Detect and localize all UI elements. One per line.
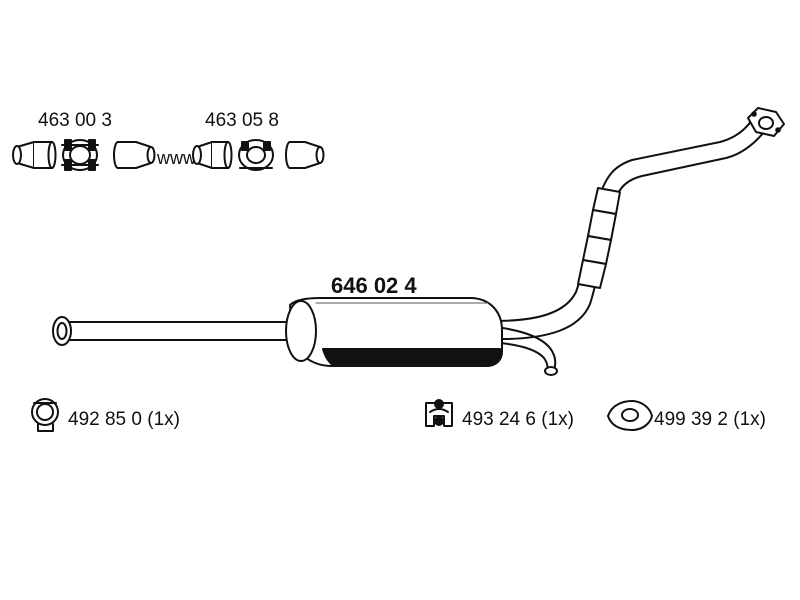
pipe-sleeve-icon	[285, 141, 325, 169]
accessory-hanger-number: 493 24 6	[462, 409, 536, 430]
connector-kit-1-number: 463 00 3	[38, 110, 112, 131]
accessory-gasket-number: 499 39 2	[654, 409, 728, 430]
accessory-clamp-number: 492 85 0	[68, 409, 142, 430]
tailpipe	[52, 316, 289, 346]
accessory-hanger-qty: (1x)	[541, 409, 574, 430]
accessory-clamp-label: 492 85 0 (1x)	[68, 410, 180, 429]
pipe-sleeve-icon	[192, 141, 233, 169]
flange-gasket-icon	[607, 400, 653, 431]
joiner-text: www.	[157, 148, 201, 168]
pipe-sleeve-icon	[12, 141, 57, 169]
pipe-clamp-icon	[238, 139, 274, 171]
accessory-hanger-label: 493 24 6 (1x)	[462, 410, 574, 429]
connector-kit-2-number: 463 05 8	[205, 110, 279, 131]
accessory-gasket-qty: (1x)	[733, 409, 766, 430]
muffler	[285, 297, 503, 367]
clamp-icon	[31, 398, 59, 432]
pipe-clamp-icon	[61, 139, 99, 171]
rubber-hanger-icon	[425, 399, 453, 427]
outlet-pipes	[489, 325, 558, 376]
front-flange	[747, 107, 785, 137]
main-part-number: 646 02 4	[331, 273, 417, 298]
accessory-clamp-qty: (1x)	[147, 409, 180, 430]
front-pipe	[493, 119, 765, 341]
pipe-sleeve-icon	[113, 141, 156, 169]
accessory-gasket-label: 499 39 2 (1x)	[654, 410, 766, 429]
